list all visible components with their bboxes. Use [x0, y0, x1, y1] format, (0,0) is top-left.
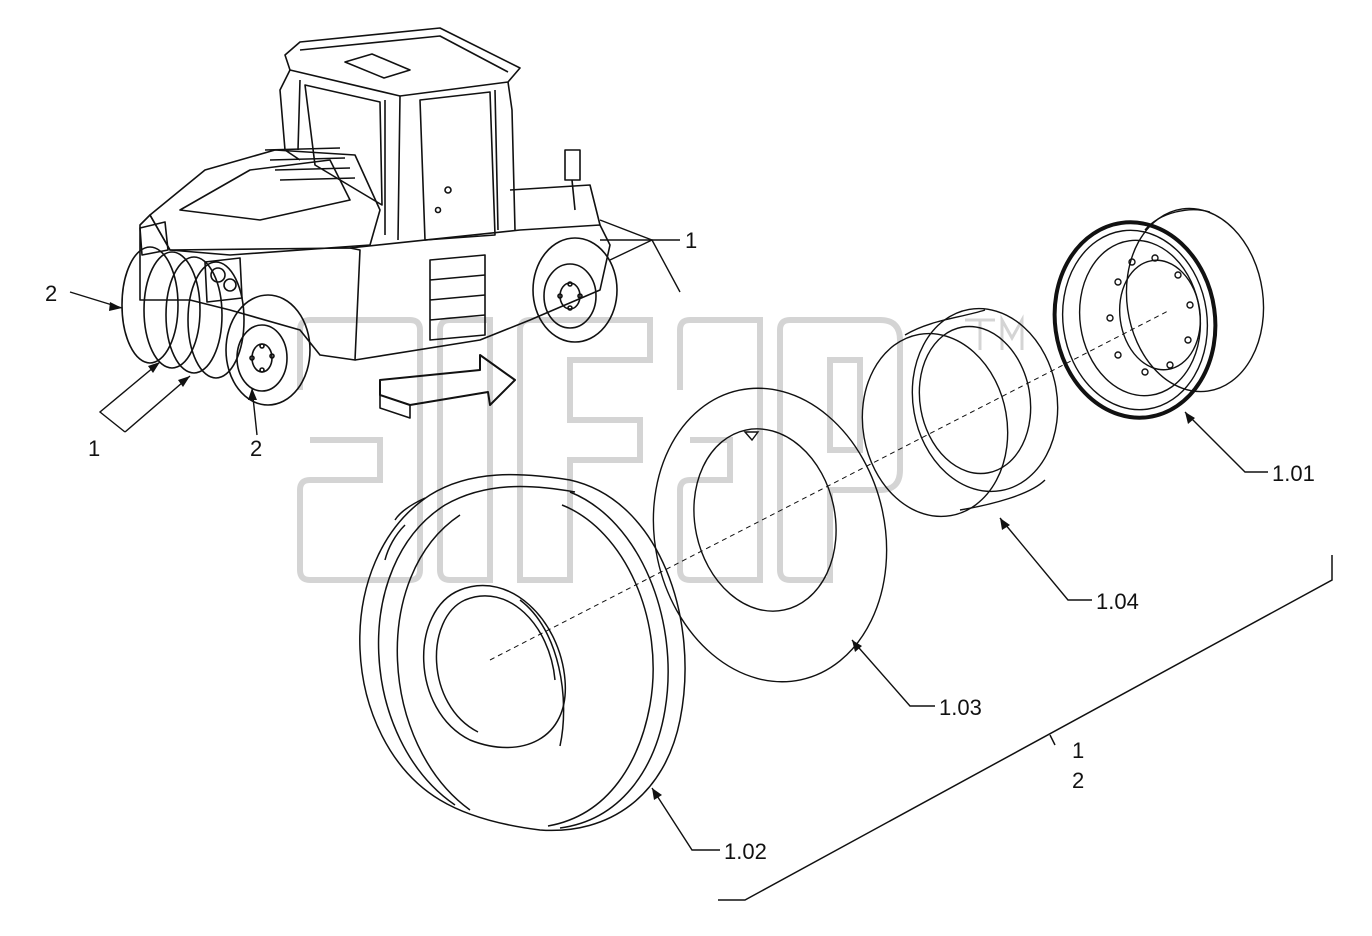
watermark-letter-a2 — [677, 317, 763, 583]
cab-frame — [279, 69, 516, 241]
flap-part — [861, 307, 1059, 518]
access-steps — [429, 254, 486, 341]
watermark-letter-a — [297, 317, 423, 583]
vehicle-ref-1-bottom: 1 — [88, 436, 100, 461]
label-tube: 1.03 — [939, 695, 982, 720]
label-flap: 1.04 — [1096, 589, 1139, 614]
rim-part — [1052, 207, 1265, 420]
wheel-axis — [489, 309, 1171, 661]
watermark-letter-f — [517, 317, 653, 583]
leader-1-02 — [651, 787, 720, 851]
label-rim: 1.01 — [1272, 461, 1315, 486]
vehicle-ref-2-bottom: 2 — [250, 436, 262, 461]
inner-tube-part — [652, 387, 888, 683]
direction-arrow — [379, 354, 516, 406]
watermark-letter-l — [437, 317, 493, 583]
rear-tire — [532, 237, 618, 343]
vehicle-ref-2-left: 2 — [45, 281, 57, 306]
leader-1-01 — [1184, 411, 1268, 473]
roller-vehicle — [121, 27, 618, 419]
label-tire: 1.02 — [724, 839, 767, 864]
cab-roof — [284, 27, 521, 97]
leader-1-03 — [851, 639, 935, 707]
assembly-bracket — [718, 555, 1333, 901]
part-leaders — [651, 411, 1268, 851]
vehicle-arrowheads — [109, 302, 257, 400]
tire-part — [359, 473, 686, 832]
part-arrowheads — [652, 412, 1195, 800]
watermark-letter-p — [777, 317, 903, 583]
leader-1-04 — [999, 517, 1092, 601]
front-tire-stack — [121, 246, 311, 406]
assembly-ref-1: 1 — [1072, 738, 1084, 763]
vehicle-ref-1-top: 1 — [685, 228, 697, 253]
engine-hood — [149, 149, 381, 256]
assembly-ref-2: 2 — [1072, 768, 1084, 793]
trademark — [965, 314, 1024, 350]
